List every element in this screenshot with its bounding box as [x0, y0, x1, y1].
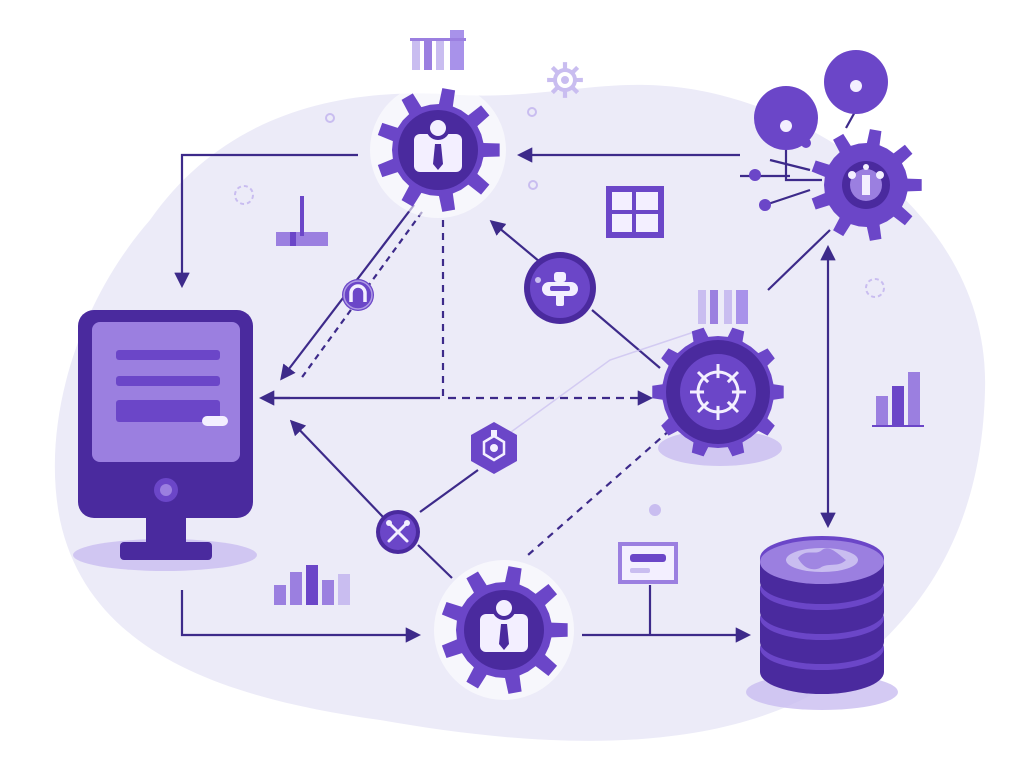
database-icon [798, 548, 846, 570]
toggle-badge [524, 252, 596, 324]
top-bar-icon [410, 30, 466, 70]
line-toggle-vault [591, 309, 661, 369]
user-gear-icon [414, 116, 462, 172]
line-tools-monitor [289, 419, 385, 519]
grid-panel-icon [606, 186, 664, 238]
magnet-icon [349, 284, 367, 302]
hex-badge [471, 422, 517, 474]
line-hex-tools [419, 469, 479, 513]
database-node [746, 536, 898, 710]
magnet-badge [342, 279, 374, 311]
bar-chart-icon [274, 565, 350, 605]
crossed-tools-icon [387, 521, 409, 543]
toggle-icon [542, 272, 578, 306]
vault-bars [698, 290, 748, 324]
user-gear-icon [480, 596, 528, 652]
decorative-dots [234, 107, 885, 516]
hexagon-icon [482, 434, 506, 462]
network-gear-node [740, 50, 922, 241]
line-tools-bottomgear [417, 544, 453, 579]
vault-node [652, 290, 784, 466]
line-vault-bottomgear [527, 429, 671, 556]
line-topgear-monitor [174, 153, 358, 289]
bar-chart-icon [872, 372, 924, 427]
monitor-node [73, 310, 257, 571]
network-gear-icon [848, 164, 884, 195]
line-vault-network [767, 229, 831, 291]
line-monitor-bottomgear [180, 590, 422, 643]
line-toggle-topgear [489, 220, 541, 263]
bottom-gear-node [434, 560, 574, 700]
background-blob [54, 84, 986, 741]
tools-badge [376, 510, 420, 554]
top-gear-node [370, 82, 506, 218]
faint-line [499, 329, 701, 441]
small-gear-icon [547, 62, 583, 98]
card-icon [618, 542, 678, 584]
slider-icon [276, 196, 328, 246]
